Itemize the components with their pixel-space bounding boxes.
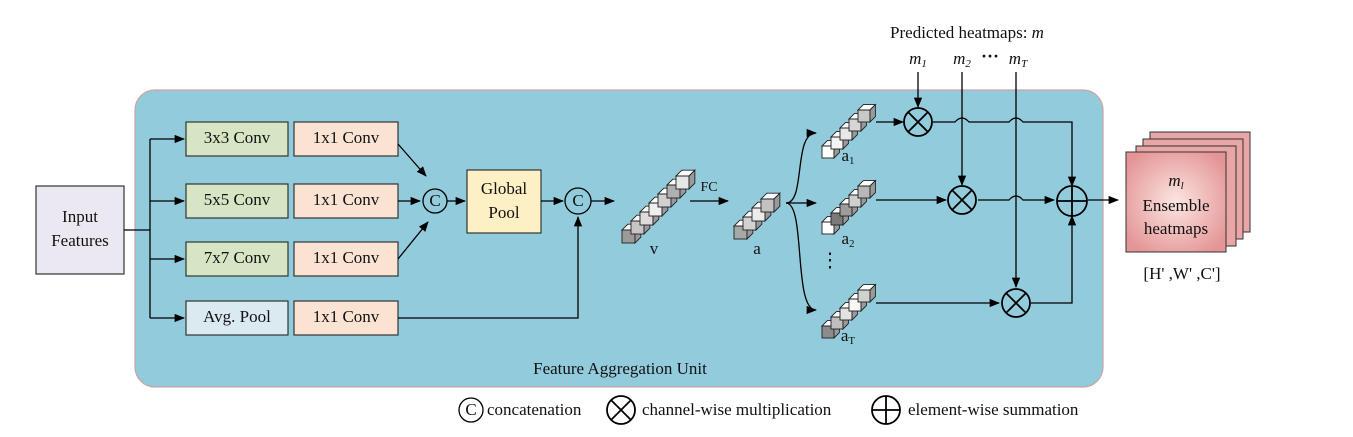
proj-conv-4-box [293, 300, 399, 336]
multiply-flow-lines [876, 117, 1120, 308]
conv-5x5-box [185, 183, 289, 219]
vecA1-cell-side [869, 103, 876, 124]
proj-conv-3-box [293, 241, 399, 277]
global-pool-line1: Global [481, 179, 528, 198]
vecAT-cell-side [869, 283, 876, 304]
avg-pool-label: Avg. Pool [203, 307, 271, 326]
input-label-line2: Features [51, 231, 109, 250]
legend-multiply-symbol [606, 395, 636, 425]
ensemble-line2: heatmaps [1144, 219, 1208, 238]
vector-a-label: a [753, 239, 761, 258]
m-dots: ··· [981, 46, 999, 66]
vector-dots: ⋮ [820, 250, 840, 272]
ensemble-heatmaps-stack [1125, 131, 1251, 253]
legend-concat-label: concatenation [487, 400, 582, 419]
vector-a1 [820, 103, 877, 160]
input-label-line1: Input [62, 207, 98, 226]
legend-concat-symbol [458, 397, 484, 423]
a1-label: a1 [841, 146, 854, 167]
vecA2-cell-side [869, 179, 876, 200]
vector-a [732, 192, 781, 241]
vector-aT [820, 283, 877, 340]
heatmap-input-arrows [913, 72, 1021, 289]
conv-5x5-label: 5x5 Conv [204, 190, 271, 209]
feature-aggregation-unit-label: Feature Aggregation Unit [533, 359, 707, 378]
sum-node [1056, 185, 1088, 217]
ensemble-line1: Ensemble [1142, 196, 1209, 215]
mT-label: mT [1009, 49, 1028, 70]
vector-v [620, 169, 696, 245]
proj-conv-1-box [293, 121, 399, 157]
conv-7x7-label: 7x7 Conv [204, 248, 271, 267]
avg-pool-box [185, 300, 289, 336]
avgpool-to-concat-arrow [398, 215, 583, 319]
vecA-cell [760, 198, 775, 213]
a2-label: a2 [841, 229, 854, 250]
input-fanout-arrows [124, 134, 186, 323]
proj-conv-1-label: 1x1 Conv [313, 128, 380, 147]
vecA1-cell [857, 109, 871, 123]
conv-7x7-box [185, 241, 289, 277]
vector-v-label: v [650, 239, 659, 258]
vector-a2 [820, 179, 877, 236]
output-shape-label: [H' ,W' ,C'] [1143, 264, 1220, 283]
vecAT-cell [857, 289, 871, 303]
proj-conv-3-label: 1x1 Conv [313, 248, 380, 267]
vecV-cell-side [688, 169, 696, 191]
vecA-cell-side [773, 192, 781, 214]
vecA2-cell [857, 185, 871, 199]
legend-sum-label: element-wise summation [908, 400, 1079, 419]
multiply-node-2 [947, 185, 977, 215]
global-pool-line2: Pool [488, 203, 519, 222]
multiply-node-T [1001, 288, 1031, 318]
global-pool-box [466, 169, 542, 234]
legend: C concatenation channel-wise multiplicat… [458, 395, 1079, 425]
concat-2-letter: C [572, 191, 583, 210]
concat-1-letter: C [429, 191, 440, 210]
input-features-box [35, 185, 125, 275]
conv-3x3-box [185, 121, 289, 157]
conv-3x3-label: 3x3 Conv [204, 128, 271, 147]
branch-to-concat-arrows [397, 143, 429, 260]
m1-label: m1 [909, 49, 927, 70]
m2-label: m2 [953, 49, 971, 70]
legend-mult-label: channel-wise multiplication [642, 400, 832, 419]
proj-conv-2-label: 1x1 Conv [313, 190, 380, 209]
fc-label: FC [700, 180, 717, 195]
vecV-cell [675, 175, 690, 190]
aT-label: aT [841, 326, 856, 347]
legend-sum-symbol [871, 395, 901, 425]
ensemble-var: ml [1168, 171, 1183, 192]
heatmaps-title: Predicted heatmaps: m [890, 23, 1044, 42]
proj-conv-2-box [293, 183, 399, 219]
split-arrows [785, 128, 818, 315]
proj-conv-4-label: 1x1 Conv [313, 307, 380, 326]
legend-concat-letter: C [465, 400, 476, 419]
multiply-node-1 [903, 107, 933, 137]
